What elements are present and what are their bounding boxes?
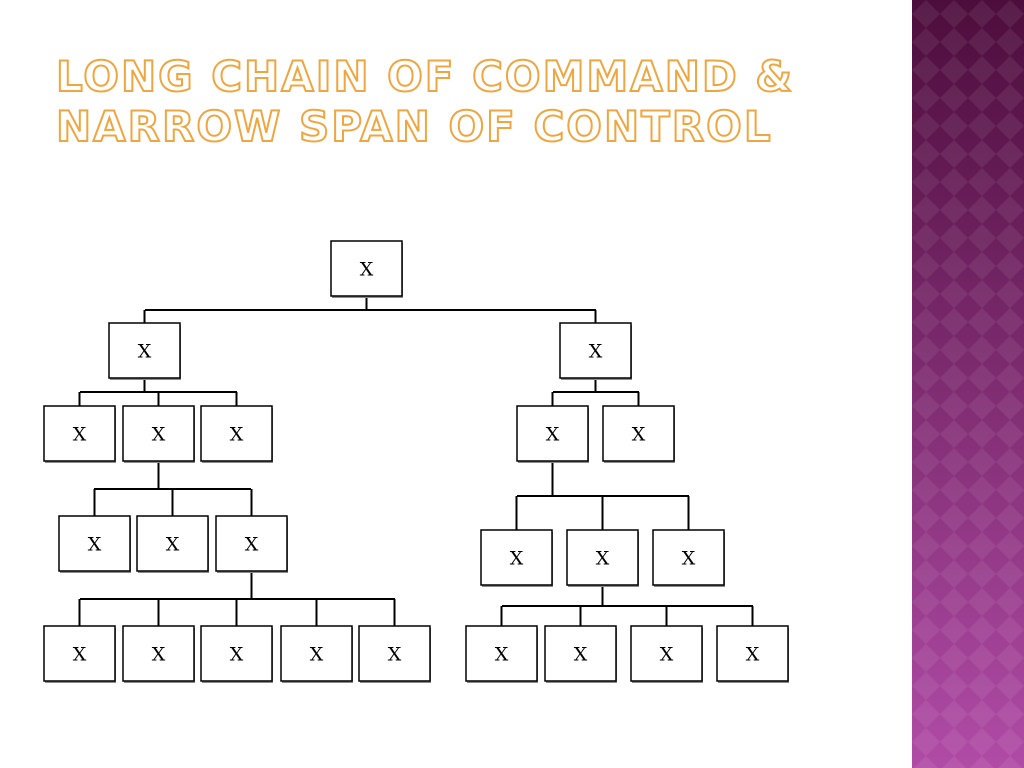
node-box bbox=[465, 625, 538, 682]
org-node: X bbox=[200, 625, 273, 683]
org-node: X bbox=[280, 625, 353, 683]
node-label: X bbox=[310, 644, 324, 666]
node-label: X bbox=[88, 534, 102, 556]
node-box bbox=[136, 515, 209, 572]
node-label: X bbox=[495, 644, 509, 666]
node-box bbox=[200, 625, 273, 682]
node-label: X bbox=[138, 341, 152, 363]
org-node: X bbox=[559, 322, 632, 380]
org-node: X bbox=[108, 322, 181, 380]
org-node: X bbox=[566, 529, 639, 587]
node-label: X bbox=[388, 644, 402, 666]
node-box bbox=[516, 405, 589, 462]
node-label: X bbox=[230, 424, 244, 446]
node-box bbox=[716, 625, 789, 682]
node-label: X bbox=[73, 644, 87, 666]
slide-title: LONG CHAIN OF COMMAND & NARROW SPAN OF C… bbox=[55, 51, 794, 152]
node-box bbox=[58, 515, 131, 572]
node-box bbox=[122, 625, 195, 682]
node-label: X bbox=[682, 548, 696, 570]
node-box bbox=[215, 515, 288, 572]
org-node: X bbox=[122, 625, 195, 683]
node-label: X bbox=[574, 644, 588, 666]
org-node: X bbox=[122, 405, 195, 463]
node-box bbox=[358, 625, 431, 682]
node-box bbox=[630, 625, 703, 682]
org-node: X bbox=[465, 625, 538, 683]
org-node: X bbox=[716, 625, 789, 683]
org-node: X bbox=[544, 625, 617, 683]
node-label: X bbox=[632, 424, 646, 446]
org-node: X bbox=[43, 625, 116, 683]
org-node: X bbox=[215, 515, 288, 573]
org-node: X bbox=[516, 405, 589, 463]
node-box bbox=[566, 529, 639, 586]
node-box bbox=[330, 240, 403, 297]
sidebar-pattern bbox=[912, 0, 1024, 768]
node-label: X bbox=[589, 341, 603, 363]
node-label: X bbox=[510, 548, 524, 570]
node-label: X bbox=[152, 424, 166, 446]
org-node: X bbox=[652, 529, 725, 587]
node-label: X bbox=[152, 644, 166, 666]
node-label: X bbox=[73, 424, 87, 446]
org-node: X bbox=[200, 405, 273, 463]
node-box bbox=[652, 529, 725, 586]
node-box bbox=[108, 322, 181, 379]
node-label: X bbox=[746, 644, 760, 666]
org-node: X bbox=[602, 405, 675, 463]
node-label: X bbox=[360, 259, 374, 281]
node-box bbox=[559, 322, 632, 379]
org-node: X bbox=[358, 625, 431, 683]
node-label: X bbox=[546, 424, 560, 446]
node-label: X bbox=[166, 534, 180, 556]
node-box bbox=[122, 405, 195, 462]
node-box bbox=[480, 529, 553, 586]
org-node: X bbox=[136, 515, 209, 573]
node-box bbox=[602, 405, 675, 462]
org-node: X bbox=[330, 240, 403, 298]
org-node: X bbox=[43, 405, 116, 463]
node-label: X bbox=[230, 644, 244, 666]
org-node: X bbox=[630, 625, 703, 683]
node-box bbox=[280, 625, 353, 682]
org-node: X bbox=[58, 515, 131, 573]
node-label: X bbox=[660, 644, 674, 666]
node-label: X bbox=[596, 548, 610, 570]
org-chart: X X X X X X X X X X X X X X X X X X X X X X X bbox=[43, 240, 789, 683]
node-label: X bbox=[245, 534, 259, 556]
node-box bbox=[43, 625, 116, 682]
decorative-sidebar bbox=[912, 0, 1024, 768]
node-box bbox=[43, 405, 116, 462]
org-node: X bbox=[480, 529, 553, 587]
node-box bbox=[544, 625, 617, 682]
node-box bbox=[200, 405, 273, 462]
